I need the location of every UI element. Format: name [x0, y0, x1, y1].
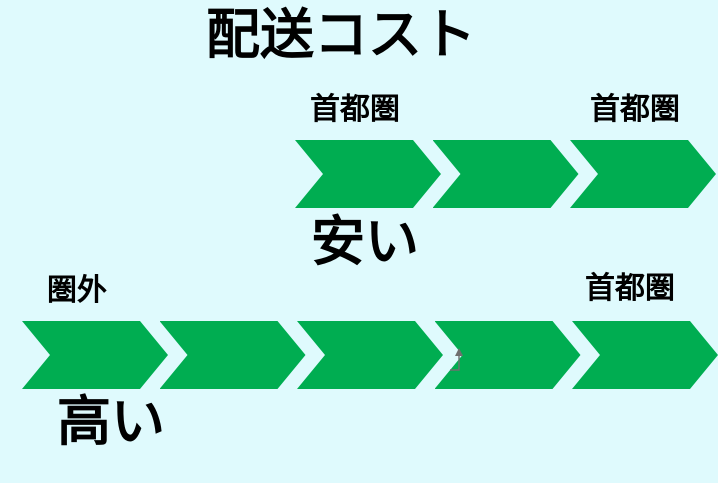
- chevron-arrow: [297, 321, 443, 389]
- arrow-row-metro-to-metro: [295, 140, 716, 208]
- chevron-arrow: [570, 140, 716, 208]
- arrow-row-outside-to-metro: [22, 321, 718, 389]
- row1-start-label: 首都圏: [310, 93, 400, 126]
- row2-end-label: 首都圏: [585, 272, 675, 305]
- row2-caption: 高い: [57, 392, 165, 452]
- row1-caption: 安い: [311, 212, 419, 272]
- row2-start-label: 圏外: [47, 274, 107, 307]
- chevron-arrow: [22, 321, 168, 389]
- chevron-arrow: [433, 140, 579, 208]
- up-arrow-corner-cursor-icon: [450, 348, 463, 371]
- row1-end-label: 首都圏: [590, 93, 680, 126]
- chevron-arrow: [160, 321, 306, 389]
- slide-title: 配送コスト: [206, 5, 476, 65]
- chevron-arrow: [572, 321, 718, 389]
- chevron-arrow: [295, 140, 441, 208]
